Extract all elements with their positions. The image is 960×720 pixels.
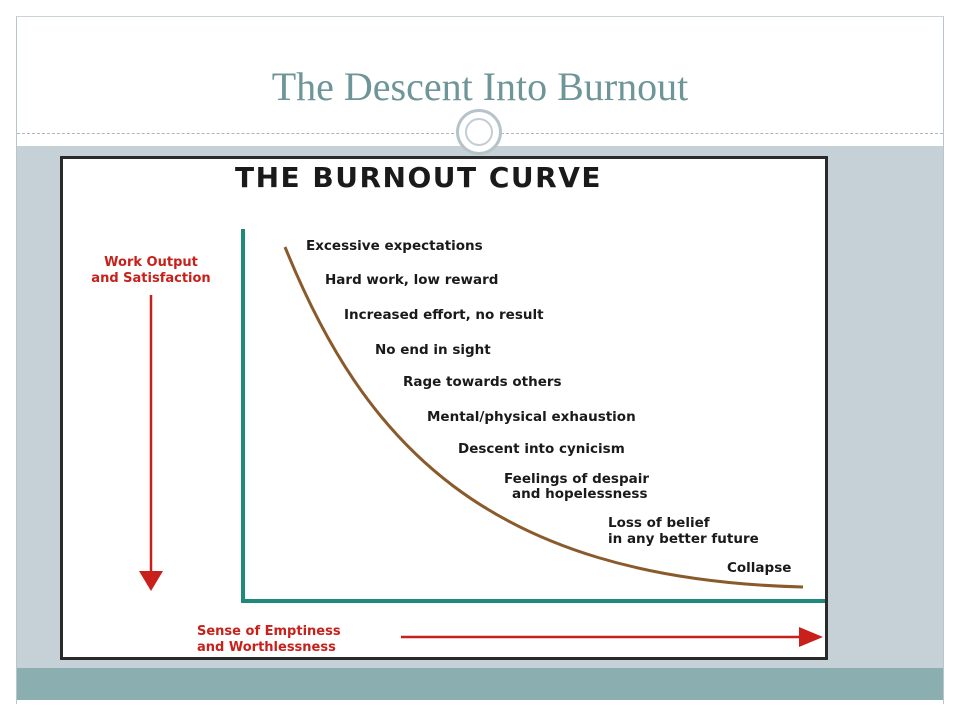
burnout-curve [283,246,804,589]
y-axis-label-line1: Work Output [104,255,198,270]
stage-label: in any better future [608,531,759,547]
diagram-heading: THE BURNOUT CURVE [235,161,602,194]
stage-label: Feelings of despair [504,471,649,487]
stage-label: Excessive expectations [306,238,483,254]
x-axis-arrowhead [799,627,823,647]
slide-title: The Descent Into Burnout [271,64,689,109]
stage-label: No end in sight [375,342,491,358]
diagram-canvas: THE BURNOUT CURVE Work Output and Satisf… [91,161,825,655]
stage-label: Increased effort, no result [344,307,544,323]
stage-label: Collapse [727,560,791,576]
burnout-curve-diagram: THE BURNOUT CURVE Work Output and Satisf… [60,156,828,660]
stage-label: Rage towards others [403,374,562,390]
y-axis-arrowhead [139,571,163,591]
x-axis-label-line1: Sense of Emptiness [197,624,341,639]
stage-label: Descent into cynicism [458,441,625,457]
y-axis-label-line2: and Satisfaction [91,271,210,286]
stage-label: Hard work, low reward [325,272,498,288]
footer-band [17,668,943,700]
stage-label: Mental/physical exhaustion [427,409,636,425]
x-axis-label-line2: and Worthlessness [197,640,336,655]
stage-labels: Excessive expectations Hard work, low re… [306,238,791,576]
divider-circle-ornament [456,109,502,155]
stage-label: Loss of belief [608,515,710,531]
stage-label: and hopelessness [512,486,647,502]
